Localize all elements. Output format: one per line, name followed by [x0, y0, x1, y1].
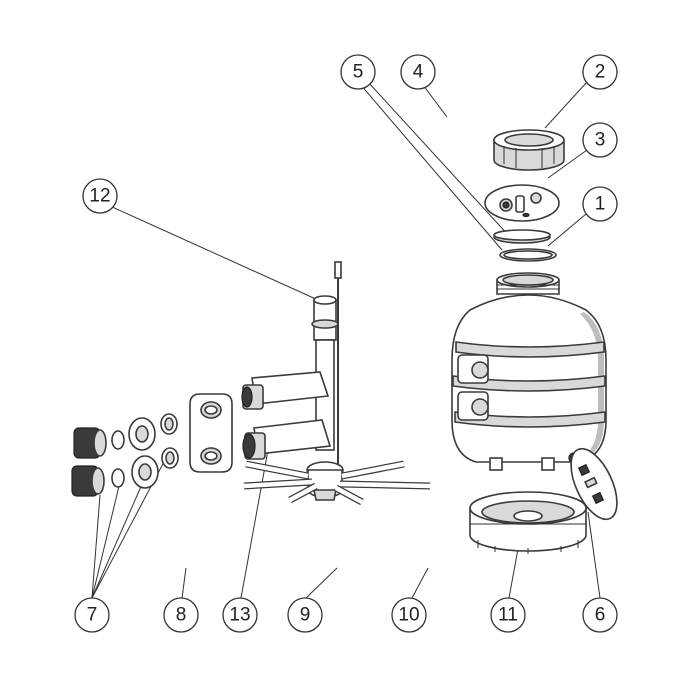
internal-pipework [241, 261, 431, 506]
callout-12-label: 12 [89, 186, 110, 207]
lid-and-o-ring [493, 229, 557, 262]
callout-9-label: 9 [300, 605, 311, 626]
callout-8: 8 [163, 597, 199, 633]
callout-5-label: 5 [353, 62, 364, 83]
callout-3: 3 [582, 122, 618, 158]
callout-7-label: 7 [87, 605, 98, 626]
tank-base [469, 491, 587, 554]
callout-4-label: 4 [413, 62, 424, 83]
callout-13-label: 13 [229, 605, 250, 626]
clamp-ring [493, 129, 565, 171]
callout-10-label: 10 [398, 605, 419, 626]
callout-7: 7 [74, 597, 110, 633]
callout-5: 5 [340, 54, 376, 90]
leader-lines [91, 81, 601, 599]
callout-1: 1 [582, 186, 618, 222]
callout-6: 6 [582, 597, 618, 633]
union-fittings [71, 413, 179, 497]
callout-3-label: 3 [595, 130, 606, 151]
callout-13: 13 [222, 597, 258, 633]
callout-12: 12 [82, 178, 118, 214]
callout-10: 10 [391, 597, 427, 633]
filter-tank [451, 272, 607, 471]
union-flange [189, 393, 233, 473]
drain-assembly [570, 447, 618, 521]
callout-11: 11 [490, 597, 526, 633]
callout-2-label: 2 [595, 62, 606, 83]
lid-accessories [484, 184, 560, 222]
callout-9: 9 [287, 597, 323, 633]
callout-2: 2 [582, 54, 618, 90]
callout-1-label: 1 [595, 194, 606, 215]
callout-4: 4 [400, 54, 436, 90]
callout-8-label: 8 [176, 605, 187, 626]
callout-6-label: 6 [595, 605, 606, 626]
callout-11-label: 11 [498, 605, 518, 626]
